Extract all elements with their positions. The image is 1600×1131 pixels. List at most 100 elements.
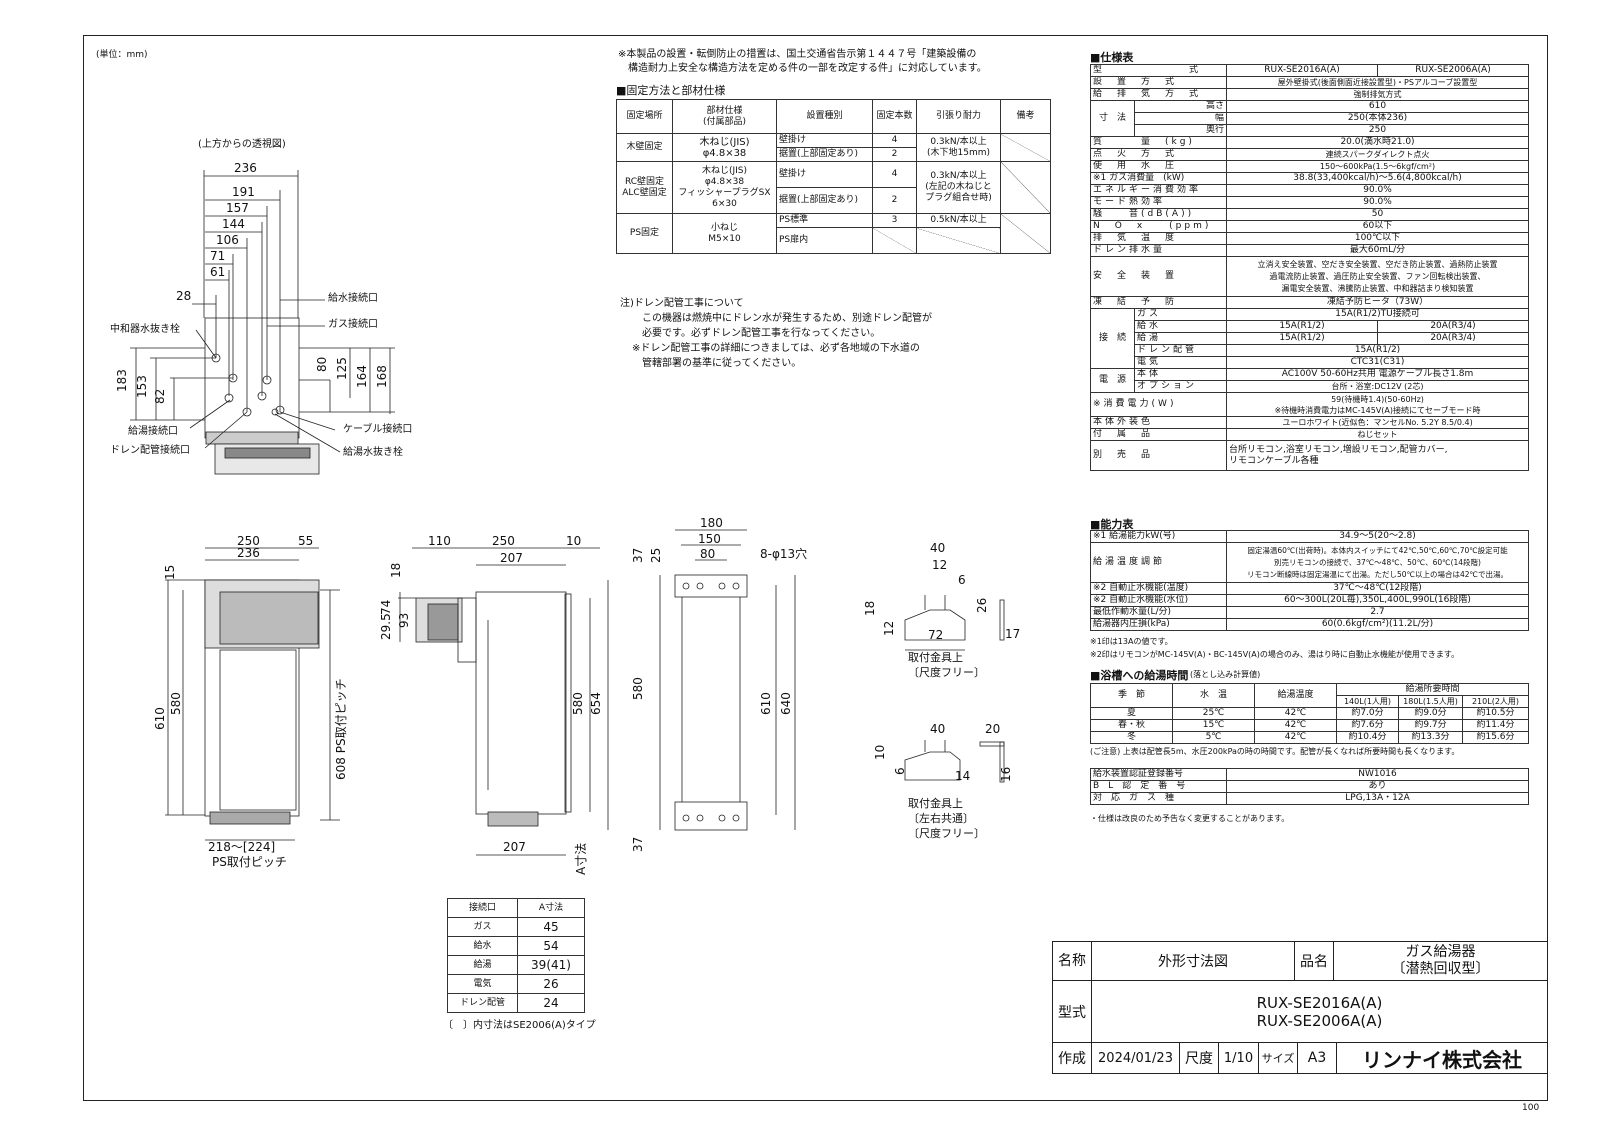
dim-label: 26 (975, 598, 989, 613)
dim-label: 93 (397, 613, 411, 628)
spec-label: 付 属 品 (1089, 428, 1228, 441)
spec-label: ガス (1133, 308, 1228, 321)
spec-value: 250 (1226, 124, 1530, 137)
a-cell: 給水 (447, 936, 518, 956)
dim-label: 153 (135, 375, 149, 398)
fixing-cell: 0.3kN/本以上 (左記の木ねじと プラグ組合せ時) (916, 161, 1001, 214)
fixing-cell-blank (1000, 161, 1051, 214)
label-cable-inlet: ケーブル接続口 (343, 424, 413, 435)
fixing-cell: 据置(上部固定あり) (776, 187, 873, 214)
spec-label: 点 火 方 式 (1089, 148, 1228, 161)
tb-model-line: RUX-SE2016A(A) (1256, 993, 1383, 1012)
spec-label: 排 気 温 度 (1089, 232, 1228, 245)
bracket2-caption-0: 取付金具上 (908, 797, 963, 810)
dim-label: 6 (958, 573, 966, 587)
capacity-value: 60～300L(20L毎),350L,400L,990L(16段階) (1226, 594, 1529, 607)
dim-label: 144 (222, 217, 245, 231)
dim-label: 6 (893, 767, 907, 775)
fixing-header: 設置種別 (776, 99, 873, 134)
dim-label: 236 (237, 546, 260, 560)
drain-note-0: 注)ドレン配管工事について (620, 298, 744, 309)
dim-label: 14 (955, 769, 970, 783)
dim-label: 610 (153, 707, 167, 730)
spec-value: 59(待機時1.4)(50-60Hz) ※待機時消費電力はMC-145V(A)接… (1226, 392, 1530, 417)
spec-label: オプション (1133, 380, 1228, 393)
bracket2-caption-2: 〔尺度フリー〕 (908, 827, 985, 840)
bath-cell: 42℃ (1254, 707, 1337, 720)
tb-size: A3 (1297, 1042, 1337, 1074)
dim-label: 10 (873, 745, 887, 760)
spec-label: 凍 結 予 防 (1089, 296, 1228, 309)
capacity-value: 固定湯温60℃(出荷時)。本体内スイッチにて42℃,50℃,60℃,70℃設定可… (1226, 542, 1529, 583)
tb-size-label: サイズ (1258, 1042, 1298, 1074)
spec-label: 別 売 品 (1089, 440, 1228, 471)
capacity-label: ※2 自動止水機能(温度) (1090, 582, 1227, 595)
bath-cell: 42℃ (1254, 719, 1337, 732)
label-drain-pipe: ドレン配管接続口 (110, 445, 190, 456)
bath-cell: 25℃ (1172, 707, 1255, 720)
label-hot-drain-plug: 給湯水抜き栓 (343, 447, 403, 458)
install-note-1: ※本製品の設置・転倒防止の措置は、国土交通省告示第１４４７号「建築設備の (618, 49, 977, 60)
cert-note: ・仕様は改良のため予告なく変更することがあります。 (1090, 814, 1290, 823)
dim-label: 74 (379, 600, 393, 615)
bath-cell: 冬 (1090, 731, 1173, 744)
bath-note: (ご注意) 上表は配管長5m、水圧200kPaの時の時間です。配管が長くなれば所… (1090, 747, 1460, 756)
spec-value: 20A(R3/4) (1377, 320, 1530, 333)
tb-name-label: 名称 (1052, 941, 1092, 981)
fixing-cell-blank (1000, 133, 1051, 162)
install-note-2: 構造耐力上安全な構造方法を定める件の一部を改定する件」に対応しています。 (628, 63, 987, 74)
fixing-header: 部材仕様 (付属部品) (672, 99, 777, 134)
spec-value: 20.0(満水時21.0) (1226, 136, 1530, 149)
spec-value: AC100V 50-60Hz共用 電源ケーブル長さ1.8m (1226, 368, 1530, 381)
spec-label: ※消費電力(W) (1089, 392, 1228, 417)
bath-cell: 約15.6分 (1462, 731, 1529, 744)
capacity-value: 2.7 (1226, 606, 1529, 619)
spec-value: 610 (1226, 100, 1530, 113)
capacity-label: 最低作動水量(L/分) (1090, 606, 1227, 619)
a-cell: 54 (517, 936, 585, 956)
spec-value: RUX-SE2006A(A) (1377, 64, 1530, 77)
cert-label: 給水装置認証登録番号 (1090, 768, 1227, 781)
spec-value: RUX-SE2016A(A) (1226, 64, 1379, 77)
cert-value: NW1016 (1226, 768, 1529, 781)
tb-product: ガス給湯器 〔潜熱回収型〕 (1333, 941, 1548, 981)
spec-label: 質 量 (kg) (1089, 136, 1228, 149)
spec-label: モード熱効率 (1089, 196, 1228, 209)
bath-cell: 42℃ (1254, 731, 1337, 744)
dim-label: 16 (999, 767, 1013, 782)
dim-label: 610 (759, 692, 773, 715)
bath-cell: 15℃ (1172, 719, 1255, 732)
dim-label: 12 (882, 621, 896, 636)
tb-made-label: 作成 (1052, 1042, 1092, 1074)
bracket-2 (904, 740, 1005, 783)
bath-cell: 約11.4分 (1462, 719, 1529, 732)
dim-label: 18 (389, 563, 403, 578)
a-cell: 39(41) (517, 955, 585, 975)
spec-value: 20A(R3/4) (1377, 332, 1530, 345)
spec-label: 電気 (1133, 356, 1228, 369)
dim-label: 110 (428, 534, 451, 548)
spec-value: 15A(R1/2)TU接続可 (1226, 308, 1530, 321)
cert-label: B L 認 定 番 号 (1090, 780, 1227, 793)
bath-cell: 約9.7分 (1398, 719, 1463, 732)
bath-subtitle: (落とし込み計算値) (1190, 670, 1261, 679)
tb-model-line: RUX-SE2006A(A) (1256, 1011, 1383, 1030)
label-hot-water-outlet: 給湯接続口 (128, 426, 178, 437)
spec-value: 凍結予防ヒータ（73W） (1226, 296, 1530, 309)
a-cell: 電気 (447, 974, 518, 994)
a-cell: 45 (517, 917, 585, 937)
spec-label: ※1 ガス消費量 (kW) (1089, 172, 1228, 185)
fixing-cell-blank (872, 227, 917, 254)
a-table-note: 〔 〕内寸法はSE2006(A)タイプ (443, 1020, 596, 1031)
front-view (165, 547, 340, 841)
tb-name: 外形寸法図 (1091, 941, 1295, 981)
spec-value: 90.0% (1226, 196, 1530, 209)
drain-note-4: 管轄部署の基準に従ってください。 (642, 358, 802, 369)
spec-value: CTC31(C31) (1226, 356, 1530, 369)
spec-label: ドレン配管 (1133, 344, 1228, 357)
fixing-header: 固定本数 (872, 99, 917, 134)
top-view (130, 170, 395, 475)
dim-label: 72 (928, 628, 943, 642)
spec-label: N O x (ppm) (1089, 220, 1228, 233)
